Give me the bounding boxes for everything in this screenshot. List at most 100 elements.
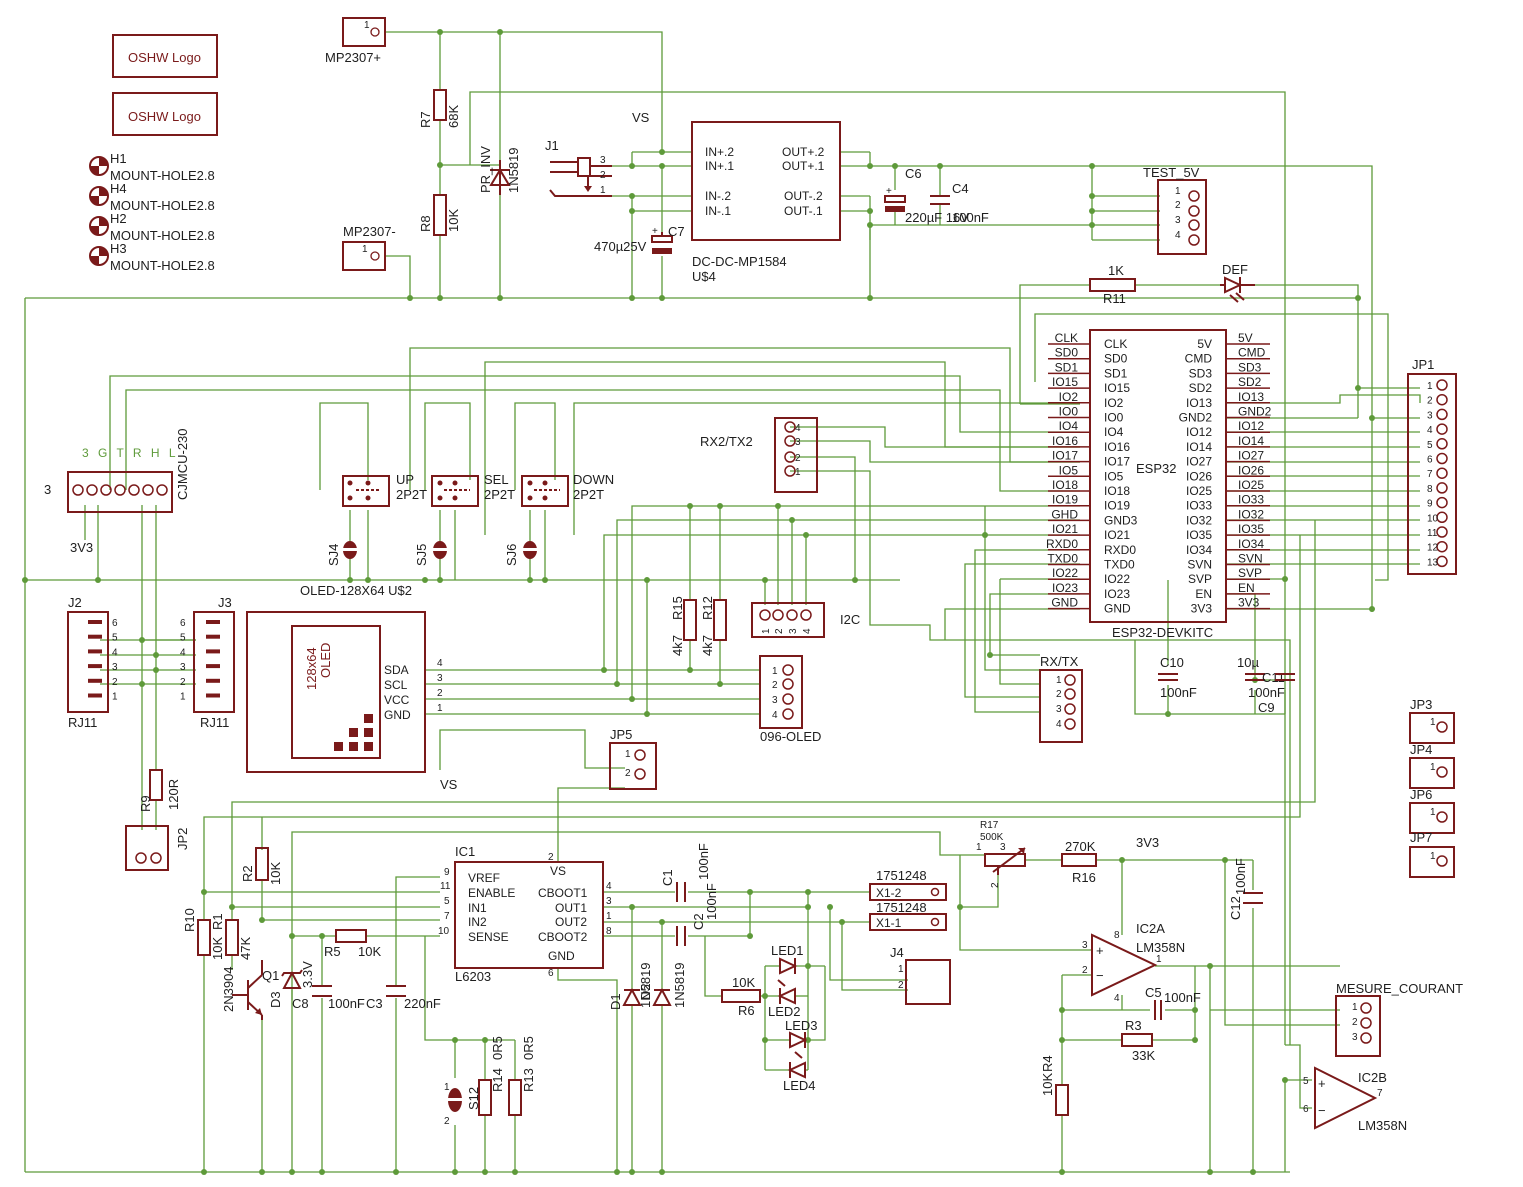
esp-pin-net: SD0 bbox=[1055, 346, 1079, 360]
jp2-header: JP2 bbox=[125, 825, 190, 871]
solder-jumper-sj6: SJ6 bbox=[504, 541, 538, 566]
svg-text:4k7: 4k7 bbox=[700, 635, 715, 656]
svg-text:RX/TX: RX/TX bbox=[1040, 654, 1079, 669]
jp1-pin bbox=[1436, 393, 1448, 406]
esp-pin-net: IO35 bbox=[1238, 522, 1264, 536]
svg-text:J1: J1 bbox=[545, 138, 559, 153]
svg-text:10µ: 10µ bbox=[1237, 655, 1259, 670]
rj11-pin-number: 4 bbox=[112, 647, 118, 658]
jp5-header: 1 2 JP5 bbox=[609, 727, 657, 790]
svg-text:10K: 10K bbox=[732, 975, 755, 990]
svg-text:R5: R5 bbox=[324, 944, 341, 959]
jp6-pad: 1 JP6 bbox=[1409, 787, 1455, 834]
svg-text:IN-.2: IN-.2 bbox=[705, 189, 731, 203]
jp1-pin bbox=[1436, 482, 1448, 494]
svg-text:1: 1 bbox=[625, 749, 631, 760]
svg-text:LED1: LED1 bbox=[771, 943, 804, 958]
jp1-pin bbox=[1436, 423, 1448, 435]
rj11-pin-number: 5 bbox=[180, 633, 186, 644]
svg-text:220nF: 220nF bbox=[404, 996, 441, 1011]
svg-text:4: 4 bbox=[606, 881, 612, 892]
svg-text:1: 1 bbox=[606, 911, 612, 922]
svg-text:C9: C9 bbox=[1258, 700, 1275, 715]
svg-text:R17: R17 bbox=[980, 820, 999, 831]
esp-pin-net: SD1 bbox=[1055, 360, 1079, 374]
svg-text:1: 1 bbox=[362, 244, 368, 255]
oled-display: 128x64 OLED SDA SCL VCC GND 4 3 2 1 bbox=[246, 611, 443, 773]
rj11-contact bbox=[206, 620, 220, 624]
svg-text:SJ4: SJ4 bbox=[326, 544, 341, 566]
esp-pin-label: IO21 bbox=[1104, 528, 1130, 542]
esp32-devkitc: CLKCLKSD0SD0SD1SD1IO15IO15IO2IO2IO0IO0IO… bbox=[1046, 329, 1272, 640]
svg-text:270K: 270K bbox=[1065, 839, 1096, 854]
transistor-q1: Q1 2N3904 bbox=[221, 960, 279, 1020]
dc-jack-j1: J1 3 2 1 bbox=[545, 138, 612, 197]
rj11-pin-number: 6 bbox=[180, 618, 186, 629]
resistor-r15: 4k7 R15 bbox=[670, 596, 697, 656]
svg-text:MOUNT-HOLE2.8: MOUNT-HOLE2.8 bbox=[110, 258, 215, 273]
rj11-pin-number: 2 bbox=[180, 677, 186, 688]
jp1-pin-number: 4 bbox=[1427, 425, 1433, 436]
svg-text:R16: R16 bbox=[1072, 870, 1096, 885]
oshw-logo-2: OSHW Logo bbox=[112, 92, 218, 136]
esp-pin-label: IO17 bbox=[1104, 455, 1130, 469]
svg-text:R11: R11 bbox=[1103, 291, 1126, 306]
capacitor-c12: C12 100nF bbox=[1228, 858, 1263, 920]
esp-pin-label: IO23 bbox=[1104, 587, 1130, 601]
capacitor-c5: C5 100nF bbox=[1145, 985, 1201, 1020]
solder-jumper-s12: 12 S12 bbox=[444, 1082, 481, 1127]
switch-down: DOWN 2P2T bbox=[521, 472, 614, 507]
esp-pin-label: IO0 bbox=[1104, 411, 1124, 425]
svg-text:1: 1 bbox=[1175, 186, 1181, 197]
svg-text:100nF: 100nF bbox=[1233, 858, 1248, 895]
svg-text:R2: R2 bbox=[240, 865, 255, 882]
esp-pin-label: IO13 bbox=[1186, 396, 1212, 410]
esp-pin-label: IO34 bbox=[1186, 543, 1212, 557]
esp-pin-label: IO5 bbox=[1104, 469, 1124, 483]
esp-pin-net: IO2 bbox=[1059, 390, 1079, 404]
rx-tx-header: 1 2 3 4 RX/TX bbox=[1039, 654, 1083, 743]
capacitor-c2: C2 100nF bbox=[676, 883, 719, 946]
esp-pin-label: IO19 bbox=[1104, 499, 1130, 513]
svg-text:JP2: JP2 bbox=[175, 828, 190, 850]
esp-pin-net: IO32 bbox=[1238, 507, 1264, 521]
svg-text:220µF 16V: 220µF 16V bbox=[905, 210, 969, 225]
resistor-r8: R8 10K bbox=[418, 194, 461, 236]
svg-text:2: 2 bbox=[444, 1116, 450, 1127]
esp-pin-label: CLK bbox=[1104, 337, 1127, 351]
esp-pin-net: GHD bbox=[1051, 507, 1078, 521]
svg-text:OLED: OLED bbox=[318, 643, 333, 678]
rj11-pin-number: 3 bbox=[112, 662, 118, 673]
esp-pin-label: IO18 bbox=[1104, 484, 1130, 498]
svg-text:1N5819: 1N5819 bbox=[638, 962, 653, 1008]
dcdc-module-u4: IN+.2 IN+.1 IN-.2 IN-.1 OUT+.2 OUT+.1 OU… bbox=[691, 121, 841, 284]
svg-text:LM358N: LM358N bbox=[1136, 940, 1185, 955]
svg-text:IC1: IC1 bbox=[455, 844, 475, 859]
capacitor-c4: C4 100nF bbox=[930, 181, 989, 225]
svg-text:100nF: 100nF bbox=[704, 883, 719, 920]
svg-text:SJ6: SJ6 bbox=[504, 544, 519, 566]
led-def: DEF bbox=[1220, 262, 1255, 303]
svg-text:OUT+.2: OUT+.2 bbox=[782, 145, 825, 159]
cjmcu-230-module: 3 G T R H L CJMCU-230 3 3V3 bbox=[44, 428, 190, 555]
svg-text:H3: H3 bbox=[110, 241, 127, 256]
svg-text:3.3V: 3.3V bbox=[300, 961, 315, 988]
svg-text:6: 6 bbox=[1303, 1104, 1309, 1115]
svg-text:C5: C5 bbox=[1145, 985, 1162, 1000]
svg-text:JP3: JP3 bbox=[1410, 697, 1432, 712]
svg-text:120R: 120R bbox=[166, 779, 181, 810]
svg-text:7: 7 bbox=[444, 911, 450, 922]
jp1-pin-number: 8 bbox=[1427, 484, 1433, 495]
esp-pin-net: GND2 bbox=[1238, 405, 1272, 419]
esp-pin-net: CLK bbox=[1055, 331, 1078, 345]
esp-pin-label: IO4 bbox=[1104, 425, 1124, 439]
esp-pin-label: SD1 bbox=[1104, 366, 1128, 380]
junctions bbox=[22, 29, 1375, 1175]
capacitor-c3: C3 220nF bbox=[366, 985, 441, 1011]
svg-text:JP7: JP7 bbox=[1410, 830, 1432, 845]
esp-pin-label: IO12 bbox=[1186, 425, 1212, 439]
svg-text:ENABLE: ENABLE bbox=[468, 886, 515, 900]
